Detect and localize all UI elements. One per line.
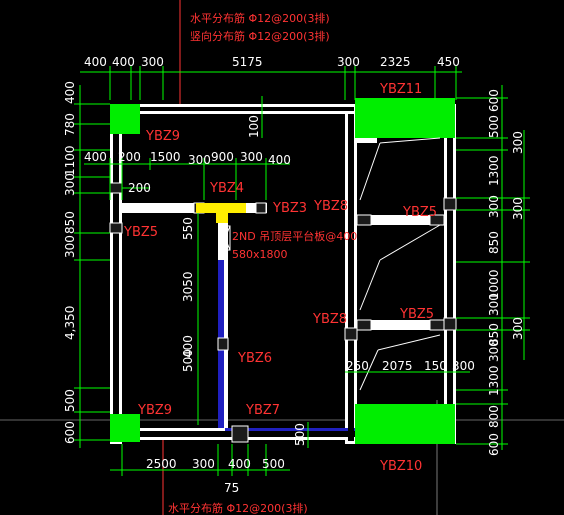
note-platform-2: 580x1800 [232, 248, 288, 261]
dim-top-1: 400 [112, 55, 135, 69]
dim-right-inner-1: 300 [511, 197, 525, 220]
dim-right-7: 850 [487, 323, 501, 346]
dim-top-5: 2325 [380, 55, 411, 69]
green-columns [110, 98, 455, 444]
dim-right-5: 1000 [487, 269, 501, 300]
stair-lines [359, 137, 441, 391]
dim-v-100: 100 [247, 115, 261, 138]
note-bottom-line1: 水平分布筋 Φ12@200(3排) [168, 501, 308, 515]
label-ybz5-left: YBZ5 [123, 225, 158, 240]
label-ybz6: YBZ6 [237, 351, 272, 366]
dim-right-1: 500 [487, 115, 501, 138]
dim-inner-2: 1500 [150, 150, 181, 164]
component-labels: YBZ11 YBZ9 YBZ4 YBZ3 YBZ8 YBZ5 YBZ5 YBZ8… [123, 82, 437, 474]
dim-left-8: 600 [63, 421, 77, 444]
label-ybz9-top: YBZ9 [145, 129, 180, 144]
dim-left-6: 4,350 [63, 306, 77, 340]
dim-left-3: 300 [63, 173, 77, 196]
bottom-dimension: 2500 300 400 500 75 500 [110, 422, 309, 495]
dim-right-2: 1300 [487, 155, 501, 186]
inner-vertical-dims: 550 100 3050 400 500 [181, 96, 263, 425]
bottom-mid-dimension: 250 2075 150 300 [345, 359, 475, 373]
dim-inner-4: 900 [211, 150, 234, 164]
dim-bottom-3: 500 [262, 457, 285, 471]
dim-bottom-0: 2500 [146, 457, 177, 471]
top-dimension: 400 400 300 5175 300 2325 450 [80, 55, 462, 100]
dim-bottom-mid-1: 2075 [382, 359, 413, 373]
dim-left-5: 300 [63, 235, 77, 258]
left-dimension: 400 780 1100 300 850 300 4,350 500 600 [63, 81, 110, 448]
label-ybz3: YBZ3 [272, 201, 307, 216]
column-ybz9-top [110, 104, 140, 134]
dim-right-11: 600 [487, 433, 501, 456]
inner-dimension-row: 400 200 1500 300 900 300 400 200 [84, 150, 291, 200]
dim-inner-200: 200 [128, 181, 151, 195]
column-ybz10 [355, 404, 455, 444]
dim-v-500: 500 [181, 349, 195, 372]
label-ybz11: YBZ11 [379, 82, 422, 97]
label-ybz7: YBZ7 [245, 403, 280, 418]
dim-right-4: 850 [487, 231, 501, 254]
label-ybz8-mid: YBZ8 [312, 312, 347, 327]
label-ybz4: YBZ4 [209, 181, 244, 196]
dim-bottom-mid-3: 300 [452, 359, 475, 373]
dim-right-3: 300 [487, 195, 501, 218]
dim-top-6: 450 [437, 55, 460, 69]
dim-bottom-mid-2: 150 [424, 359, 447, 373]
dim-right-10: 800 [487, 405, 501, 428]
dim-left-7: 500 [63, 389, 77, 412]
dim-bottom-2: 400 [228, 457, 251, 471]
column-ybz11 [355, 98, 455, 138]
dim-right-inner-2: 300 [511, 317, 525, 340]
dim-left-0: 400 [63, 81, 77, 104]
dim-top-4: 300 [337, 55, 360, 69]
platform-opening [219, 225, 231, 251]
right-dimension: 600 500 1300 300 850 1000 300 850 300 13… [456, 85, 530, 456]
dim-right-6: 300 [487, 293, 501, 316]
dim-right-inner-0: 300 [511, 131, 525, 154]
dim-top-3: 5175 [232, 55, 263, 69]
dim-left-4: 850 [63, 211, 77, 234]
note-platform-1: 2ND 吊顶层平台板@400 [232, 229, 357, 243]
label-ybz5-right-top: YBZ5 [402, 205, 437, 220]
dim-right-9: 1300 [487, 365, 501, 396]
dim-top-2: 300 [141, 55, 164, 69]
dim-inner-1: 200 [118, 150, 141, 164]
dim-right-0: 600 [487, 89, 501, 112]
column-ybz9-bottom [110, 414, 140, 442]
label-ybz10: YBZ10 [379, 459, 422, 474]
dim-inner-5: 300 [240, 150, 263, 164]
dim-inner-0: 400 [84, 150, 107, 164]
note-top-line1: 水平分布筋 Φ12@200(3排) [190, 11, 330, 25]
dim-v-3050: 3050 [181, 271, 195, 302]
dim-v-400: 400 [181, 335, 195, 358]
label-ybz8-top: YBZ8 [313, 199, 348, 214]
dim-left-2: 1100 [63, 145, 77, 176]
dim-left-1: 780 [63, 113, 77, 136]
label-ybz9-bottom: YBZ9 [137, 403, 172, 418]
dim-bottom-75: 75 [224, 481, 239, 495]
dim-v-550: 550 [181, 217, 195, 240]
dim-bottom-mid-0: 250 [346, 359, 369, 373]
dim-right-8: 300 [487, 339, 501, 362]
column-ybz4 [196, 203, 246, 213]
note-top-line2: 竖向分布筋 Φ12@200(3排) [190, 29, 330, 43]
dim-bottom-right-500: 500 [293, 423, 307, 446]
dim-top-0: 400 [84, 55, 107, 69]
label-ybz5-right-mid: YBZ5 [399, 307, 434, 322]
dim-bottom-1: 300 [192, 457, 215, 471]
dim-inner-6: 400 [268, 153, 291, 167]
dim-inner-3: 300 [188, 153, 211, 167]
